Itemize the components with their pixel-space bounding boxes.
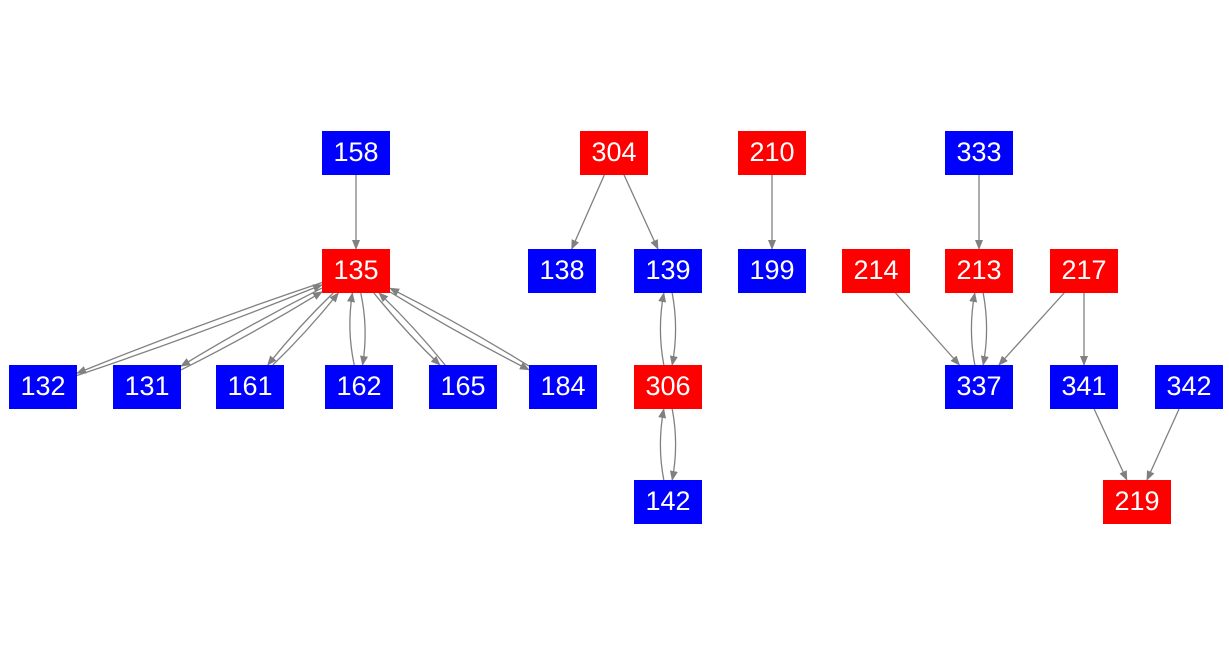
graph-node-333[interactable]: 333 [945,131,1013,175]
graph-node-161[interactable]: 161 [216,365,284,409]
graph-node-132[interactable]: 132 [9,365,77,409]
graph-node-135[interactable]: 135 [322,249,390,293]
graph-edge-135-to-161 [267,292,334,366]
graph-node-label: 132 [20,370,66,401]
graph-edge-306-to-139 [658,292,667,366]
graph-node-label: 165 [440,370,486,401]
graph-node-label: 131 [124,370,170,401]
graph-node-label: 139 [645,254,691,285]
graph-node-131[interactable]: 131 [113,365,181,409]
graph-node-label: 333 [956,136,1002,167]
graph-edge-132-to-135 [76,284,323,377]
graph-edge-304-to-139 [623,174,659,250]
graph-node-337[interactable]: 337 [945,365,1013,409]
graph-node-label: 219 [1114,485,1160,516]
graph-edge-135-to-162 [360,292,368,366]
graph-edge-217-to-337 [998,292,1065,366]
graph-node-199[interactable]: 199 [738,249,806,293]
graph-node-213[interactable]: 213 [945,249,1013,293]
graph-node-304[interactable]: 304 [580,131,648,175]
graph-node-label: 162 [336,370,382,401]
graph-edge-135-to-184 [389,291,530,371]
edges-group [76,174,1180,481]
graph-node-214[interactable]: 214 [842,249,910,293]
graph-edge-165-to-135 [378,292,446,366]
graph-edge-131-to-135 [180,291,323,371]
graph-node-label: 138 [539,254,585,285]
graph-edge-184-to-135 [389,287,530,367]
graph-node-165[interactable]: 165 [429,365,497,409]
graph-node-162[interactable]: 162 [325,365,393,409]
graph-edge-135-to-165 [373,292,441,366]
graph-node-210[interactable]: 210 [738,131,806,175]
graph-edge-342-to-219 [1146,408,1180,481]
graph-node-341[interactable]: 341 [1050,365,1118,409]
graph-node-label: 142 [645,485,691,516]
graph-node-label: 306 [645,370,691,401]
graph-node-306[interactable]: 306 [634,365,702,409]
graph-node-label: 342 [1166,370,1212,401]
graph-edge-142-to-306 [658,408,667,481]
graph-edge-135-to-132 [76,281,323,374]
graph-node-138[interactable]: 138 [528,249,596,293]
graph-edge-306-to-142 [669,408,678,481]
graph-edge-214-to-337 [895,292,961,366]
graph-node-139[interactable]: 139 [634,249,702,293]
graph-node-342[interactable]: 342 [1155,365,1223,409]
graph-node-219[interactable]: 219 [1103,480,1171,524]
graph-node-label: 213 [956,254,1002,285]
graph-node-label: 161 [227,370,273,401]
graph-node-label: 135 [333,254,379,285]
graph-edge-161-to-135 [272,292,339,366]
graph-edge-341-to-219 [1093,408,1128,481]
graph-node-label: 158 [333,136,379,167]
graph-node-158[interactable]: 158 [322,131,390,175]
graph-edge-213-to-337 [980,292,989,366]
graph-node-label: 304 [591,136,637,167]
graph-node-label: 217 [1061,254,1107,285]
graph-node-label: 341 [1061,370,1107,401]
graph-node-label: 184 [540,370,586,401]
graph-edge-337-to-213 [969,292,978,366]
graph-node-142[interactable]: 142 [634,480,702,524]
graph-node-label: 210 [749,136,795,167]
graph-edge-135-to-131 [180,287,323,367]
graph-node-184[interactable]: 184 [529,365,597,409]
graph-edge-139-to-306 [669,292,678,366]
graph-node-label: 214 [853,254,899,285]
graph-node-label: 337 [956,370,1002,401]
graph-edge-304-to-138 [571,174,605,250]
graph-node-label: 199 [749,254,795,285]
graph-node-217[interactable]: 217 [1050,249,1118,293]
graph-edge-162-to-135 [347,292,355,366]
